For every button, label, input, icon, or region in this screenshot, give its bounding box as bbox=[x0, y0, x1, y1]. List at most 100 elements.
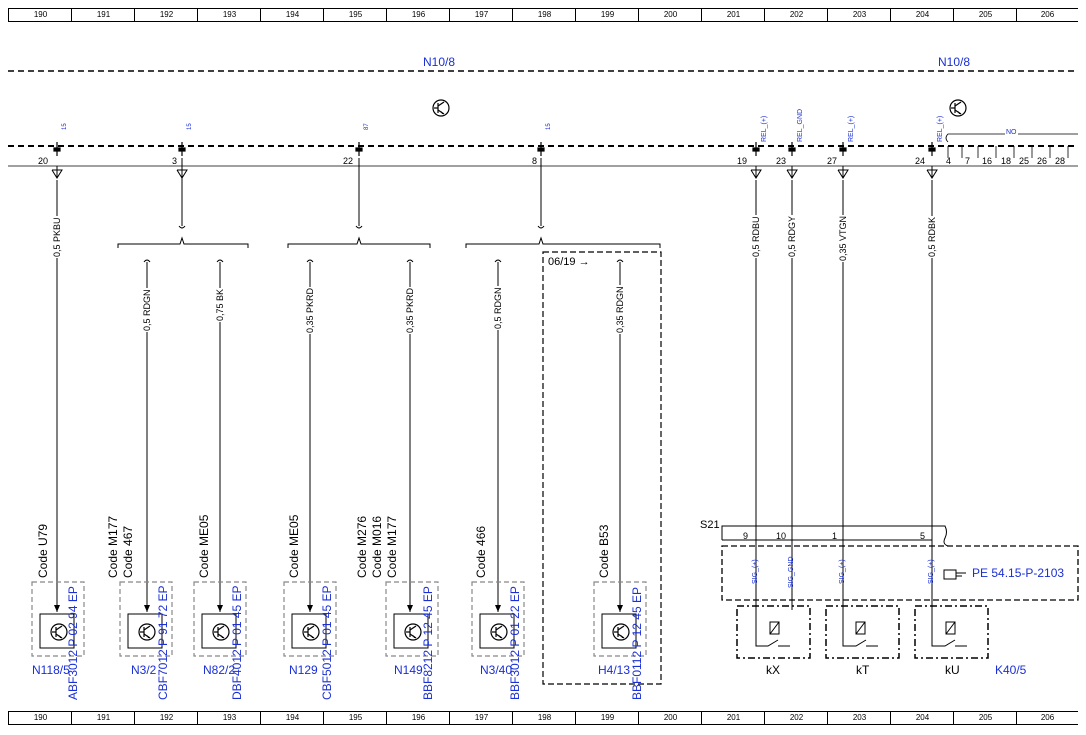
wire-label: 0,35 PKRD bbox=[405, 286, 415, 334]
connector-icon bbox=[786, 165, 798, 179]
relay-icon bbox=[755, 610, 967, 647]
pin-tag: SIG_(+) bbox=[839, 559, 846, 584]
wire-label: 0,35 RDGN bbox=[615, 285, 625, 334]
pin-tag: REL_(+) bbox=[761, 115, 768, 142]
wire-label: 0,5 RDGY bbox=[787, 214, 797, 258]
ruler-col: 205 bbox=[953, 9, 1017, 21]
wire-label: 0,5 PKBU bbox=[52, 216, 62, 258]
s21-connector bbox=[721, 525, 949, 547]
component-label: N129 bbox=[289, 663, 318, 677]
pin-tag: 15 bbox=[62, 123, 68, 130]
code-label: Code B53 bbox=[597, 524, 611, 578]
transistor-icon bbox=[490, 623, 508, 641]
ruler-col: 197 bbox=[449, 9, 513, 21]
transistor-icon bbox=[612, 623, 630, 641]
date-note: 06/19 → bbox=[548, 256, 590, 268]
pin-number: 26 bbox=[1037, 156, 1048, 166]
ruler-col: 194 bbox=[260, 9, 324, 21]
relay-label: kU bbox=[945, 663, 960, 677]
ruler-col: 198 bbox=[512, 9, 576, 21]
column-ruler-top: 190 191 192 193 194 195 196 197 198 199 … bbox=[8, 8, 1078, 22]
pin-tag: SIG_(+) bbox=[928, 559, 935, 584]
wire-label: 0,5 RDGN bbox=[142, 288, 152, 332]
ruler-col: 199 bbox=[575, 9, 639, 21]
code-label: Code M016 bbox=[370, 515, 384, 578]
connector-label: S21 bbox=[700, 519, 720, 531]
ruler-col: 193 bbox=[197, 9, 261, 21]
component-ref: ABF3012 P 02 94 EP bbox=[66, 586, 80, 700]
no-pin-tag: NO bbox=[1005, 129, 1018, 136]
code-label: Code M177 bbox=[106, 515, 120, 578]
ruler-col: 202 bbox=[764, 9, 828, 21]
ruler-col: 200 bbox=[638, 712, 702, 724]
relay-label: kT bbox=[856, 663, 870, 677]
ruler-col: 191 bbox=[71, 712, 135, 724]
connector-icon bbox=[51, 165, 63, 179]
ruler-col: 206 bbox=[1016, 9, 1078, 21]
pin-number: 4 bbox=[946, 156, 952, 166]
control-unit-label: N10/8 bbox=[423, 55, 456, 69]
column-ruler-bottom: 190 191 192 193 194 195 196 197 198 199 … bbox=[8, 711, 1078, 725]
wire-label: 0,5 RDBU bbox=[751, 215, 761, 258]
pin-number: 25 bbox=[1019, 156, 1030, 166]
pin-number: 27 bbox=[827, 156, 838, 166]
code-label: Code 466 bbox=[474, 525, 488, 578]
pin-number: 28 bbox=[1055, 156, 1066, 166]
relay-module-label: K40/5 bbox=[995, 663, 1027, 677]
wire-label: 0,35 PKRD bbox=[305, 286, 315, 334]
pin-tag: SIG_GND bbox=[788, 556, 795, 588]
wire-label: 0,35 VTGN bbox=[838, 214, 848, 262]
transistor-icon bbox=[50, 623, 68, 641]
ruler-col: 194 bbox=[260, 712, 324, 724]
pin-number: 7 bbox=[965, 156, 971, 166]
component-label: H4/13 bbox=[598, 663, 631, 677]
top-pin-ticks bbox=[53, 142, 936, 156]
ruler-col: 203 bbox=[827, 712, 891, 724]
ruler-col: 203 bbox=[827, 9, 891, 21]
component-ref: BBF3012 P 01 22 EP bbox=[508, 586, 522, 700]
component-label: N118/5 bbox=[32, 663, 70, 677]
component-ref: CBF5012 P 01 45 EP bbox=[320, 585, 334, 700]
pin-number: 19 bbox=[737, 156, 748, 166]
s21-module-box bbox=[721, 545, 1079, 601]
relay-boxes bbox=[736, 605, 989, 659]
ruler-col: 201 bbox=[701, 9, 765, 21]
ruler-col: 195 bbox=[323, 712, 387, 724]
ruler-col: 196 bbox=[386, 9, 450, 21]
ruler-col: 201 bbox=[701, 712, 765, 724]
wire-label: 0,75 BK bbox=[215, 287, 225, 322]
wires bbox=[56, 158, 933, 612]
component-ref: BBF0112 P 12 45 EP bbox=[630, 587, 644, 700]
code-label: Code ME05 bbox=[287, 514, 301, 578]
transistor-icon bbox=[432, 99, 450, 117]
component-ref: BBF8212 P 12 45 EP bbox=[421, 586, 435, 700]
ruler-col: 206 bbox=[1016, 712, 1078, 724]
ruler-col: 198 bbox=[512, 712, 576, 724]
pin-number: 24 bbox=[915, 156, 926, 166]
pin-number: 23 bbox=[776, 156, 787, 166]
date-variant-box bbox=[542, 251, 662, 685]
ruler-col: 204 bbox=[890, 712, 954, 724]
component-label: N82/2 bbox=[203, 663, 236, 677]
ruler-col: 193 bbox=[197, 712, 261, 724]
pin-number: 3 bbox=[172, 156, 178, 166]
ruler-col: 190 bbox=[8, 9, 72, 21]
connector-icon bbox=[837, 165, 849, 179]
reference-link[interactable]: PE 54.15-P-2103 bbox=[972, 566, 1065, 580]
component-ref: CBF7012 P 91 72 EP bbox=[156, 585, 170, 700]
code-label: Code 467 bbox=[121, 525, 135, 578]
no-pin-bracket bbox=[945, 133, 1078, 158]
pin-number: 16 bbox=[982, 156, 993, 166]
component-label: N149 bbox=[394, 663, 423, 677]
transistor-icon bbox=[138, 623, 156, 641]
pin-number: 9 bbox=[743, 531, 749, 541]
relay-label: kX bbox=[766, 663, 781, 677]
transistor-icon bbox=[404, 623, 422, 641]
pin-tag: REL_(+) bbox=[848, 115, 855, 142]
wire-label: 0,5 RDGN bbox=[493, 286, 503, 330]
transistor-icon bbox=[302, 623, 320, 641]
ruler-col: 192 bbox=[134, 9, 198, 21]
pin-number: 5 bbox=[920, 531, 926, 541]
transistor-icon bbox=[949, 99, 967, 117]
pin-number: 10 bbox=[776, 531, 787, 541]
